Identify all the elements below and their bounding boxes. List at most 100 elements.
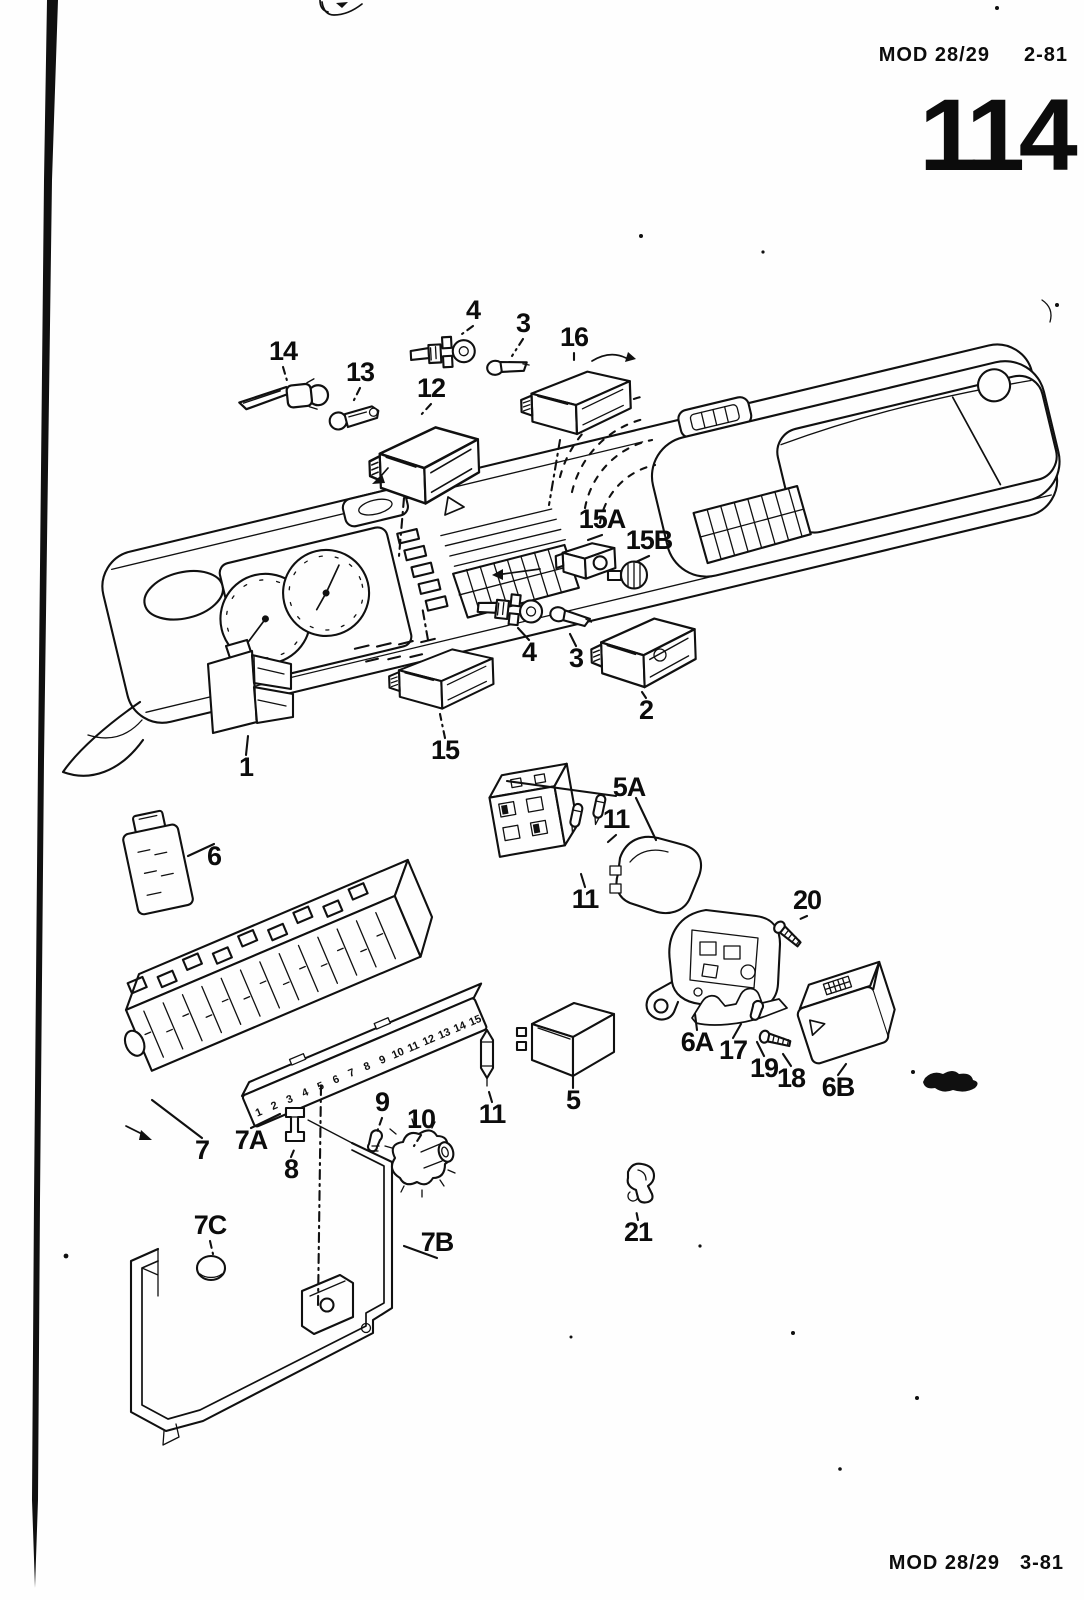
dashboard-left-end	[61, 700, 145, 777]
center-vent-grille	[440, 508, 580, 619]
callout-leader-3	[568, 632, 578, 648]
callout-leader-7	[150, 1098, 204, 1140]
part-14-bulb-holder	[236, 376, 331, 419]
part-callout-11: 11	[572, 884, 600, 914]
part-6B-relay	[796, 960, 896, 1065]
part-16-rocker-switch	[519, 369, 633, 438]
callout-leader-11	[579, 872, 587, 889]
part-callout-7A: 7A	[235, 1125, 268, 1155]
callout-leader-11	[487, 1090, 494, 1104]
part-13-bulb-holder	[327, 404, 381, 432]
fuse-number-14: 14	[452, 1019, 469, 1035]
switch-blank-left	[341, 486, 409, 528]
part-callout-18: 18	[777, 1063, 806, 1093]
part-17-retaining-strip	[691, 987, 788, 1026]
part-3-bulb-top	[485, 355, 531, 377]
footer-edition-code: 3-81	[1019, 1552, 1064, 1574]
callout-leader-7B	[402, 1244, 439, 1260]
page-binding-line	[32, 0, 58, 1588]
side-vent-slats	[396, 528, 449, 612]
part-callout-1: 1	[239, 752, 254, 782]
part-callout-15A: 15A	[579, 504, 626, 534]
part-callout-10: 10	[407, 1104, 435, 1134]
part-callout-6: 6	[207, 841, 222, 871]
callout-leader-8	[289, 1148, 296, 1159]
header-model-code: MOD 28/29	[878, 44, 990, 66]
part-5A-fuse-holder	[488, 762, 579, 858]
mounting-hole	[977, 368, 1012, 403]
part-callout-15B: 15B	[626, 525, 673, 555]
part-callout-11: 11	[603, 804, 631, 834]
scan-noise	[63, 6, 1059, 1471]
part-callout-4: 4	[522, 637, 537, 667]
part-callout-12: 12	[417, 373, 445, 403]
part-callout-21: 21	[624, 1217, 653, 1247]
assembly-guide-lines	[125, 438, 658, 1308]
callout-leader-3	[510, 337, 525, 358]
part-callout-19: 19	[750, 1053, 779, 1083]
dashboard-panel	[101, 343, 1061, 724]
callout-leader-17	[731, 1022, 743, 1040]
callout-leader-11	[606, 833, 618, 844]
part-callout-11: 11	[479, 1099, 507, 1129]
fuse-number-11: 11	[406, 1039, 421, 1055]
part-callout-7B: 7B	[421, 1227, 454, 1257]
part-9-screw	[366, 1129, 383, 1153]
part-callout-3: 3	[569, 643, 584, 673]
fuse-number-1: 1	[254, 1106, 264, 1119]
callout-leader-18	[781, 1052, 793, 1068]
page-header: MOD 28/29 2-81	[879, 44, 1068, 67]
callout-leader-7A	[249, 1112, 282, 1130]
part-callout-17: 17	[719, 1035, 747, 1065]
part-callout-15: 15	[431, 735, 460, 765]
part-6-relay	[122, 809, 194, 916]
callout-leader-10	[412, 1133, 423, 1148]
hazard-triangle-symbol	[444, 496, 465, 516]
fuse-number-10: 10	[390, 1046, 406, 1062]
part-callout-6A: 6A	[681, 1027, 714, 1057]
header-edition-code: 2-81	[1023, 44, 1068, 66]
instrument-cluster	[218, 526, 413, 684]
callout-leader-15B	[634, 554, 651, 564]
callout-leader-21	[634, 1208, 640, 1222]
part-10-ignition-lock	[384, 1118, 456, 1198]
part-7C-grommet	[195, 1254, 227, 1282]
part-callout-5A: 5A	[613, 772, 646, 802]
part-callout-2: 2	[639, 695, 653, 725]
part-5-relay	[515, 1001, 616, 1078]
fuse-number-8: 8	[362, 1060, 372, 1073]
rotation-arrow	[591, 352, 636, 362]
part-8-clip	[284, 1106, 306, 1143]
callout-leader-12	[418, 402, 433, 418]
callout-leader-19	[755, 1040, 766, 1058]
part-callout-9: 9	[375, 1087, 390, 1117]
fuse-number-7: 7	[347, 1067, 357, 1080]
part-callout-6B: 6B	[822, 1072, 855, 1102]
footer-model-code: MOD 28/29	[888, 1552, 1000, 1574]
part-2-rocker-switch	[589, 616, 698, 691]
fuse-number-9: 9	[377, 1054, 387, 1067]
part-callout-3: 3	[516, 308, 531, 338]
fuse-number-6: 6	[331, 1073, 341, 1086]
part-18-screw	[757, 1028, 793, 1050]
scan-scribble-mark	[319, 0, 363, 16]
part-callout-7: 7	[195, 1135, 209, 1165]
callout-leader-13	[350, 386, 362, 406]
fuse-number-13: 13	[436, 1026, 452, 1042]
part-21-clip	[626, 1162, 656, 1204]
fuse-number-2: 2	[269, 1099, 279, 1112]
part-1-switch-connector	[206, 638, 295, 735]
part-callout-16: 16	[560, 322, 589, 352]
part-4-bulb-socket-top	[409, 334, 477, 371]
page-footer: MOD 28/29 3-81	[889, 1552, 1064, 1575]
fuse-number-15: 15	[467, 1013, 483, 1029]
callout-leader-9	[375, 1116, 384, 1134]
part-callout-4: 4	[466, 295, 481, 325]
callout-leader-1	[244, 734, 250, 757]
fuse-number-12: 12	[421, 1033, 437, 1049]
callout-leader-6	[186, 842, 216, 858]
part-callout-8: 8	[284, 1154, 299, 1184]
